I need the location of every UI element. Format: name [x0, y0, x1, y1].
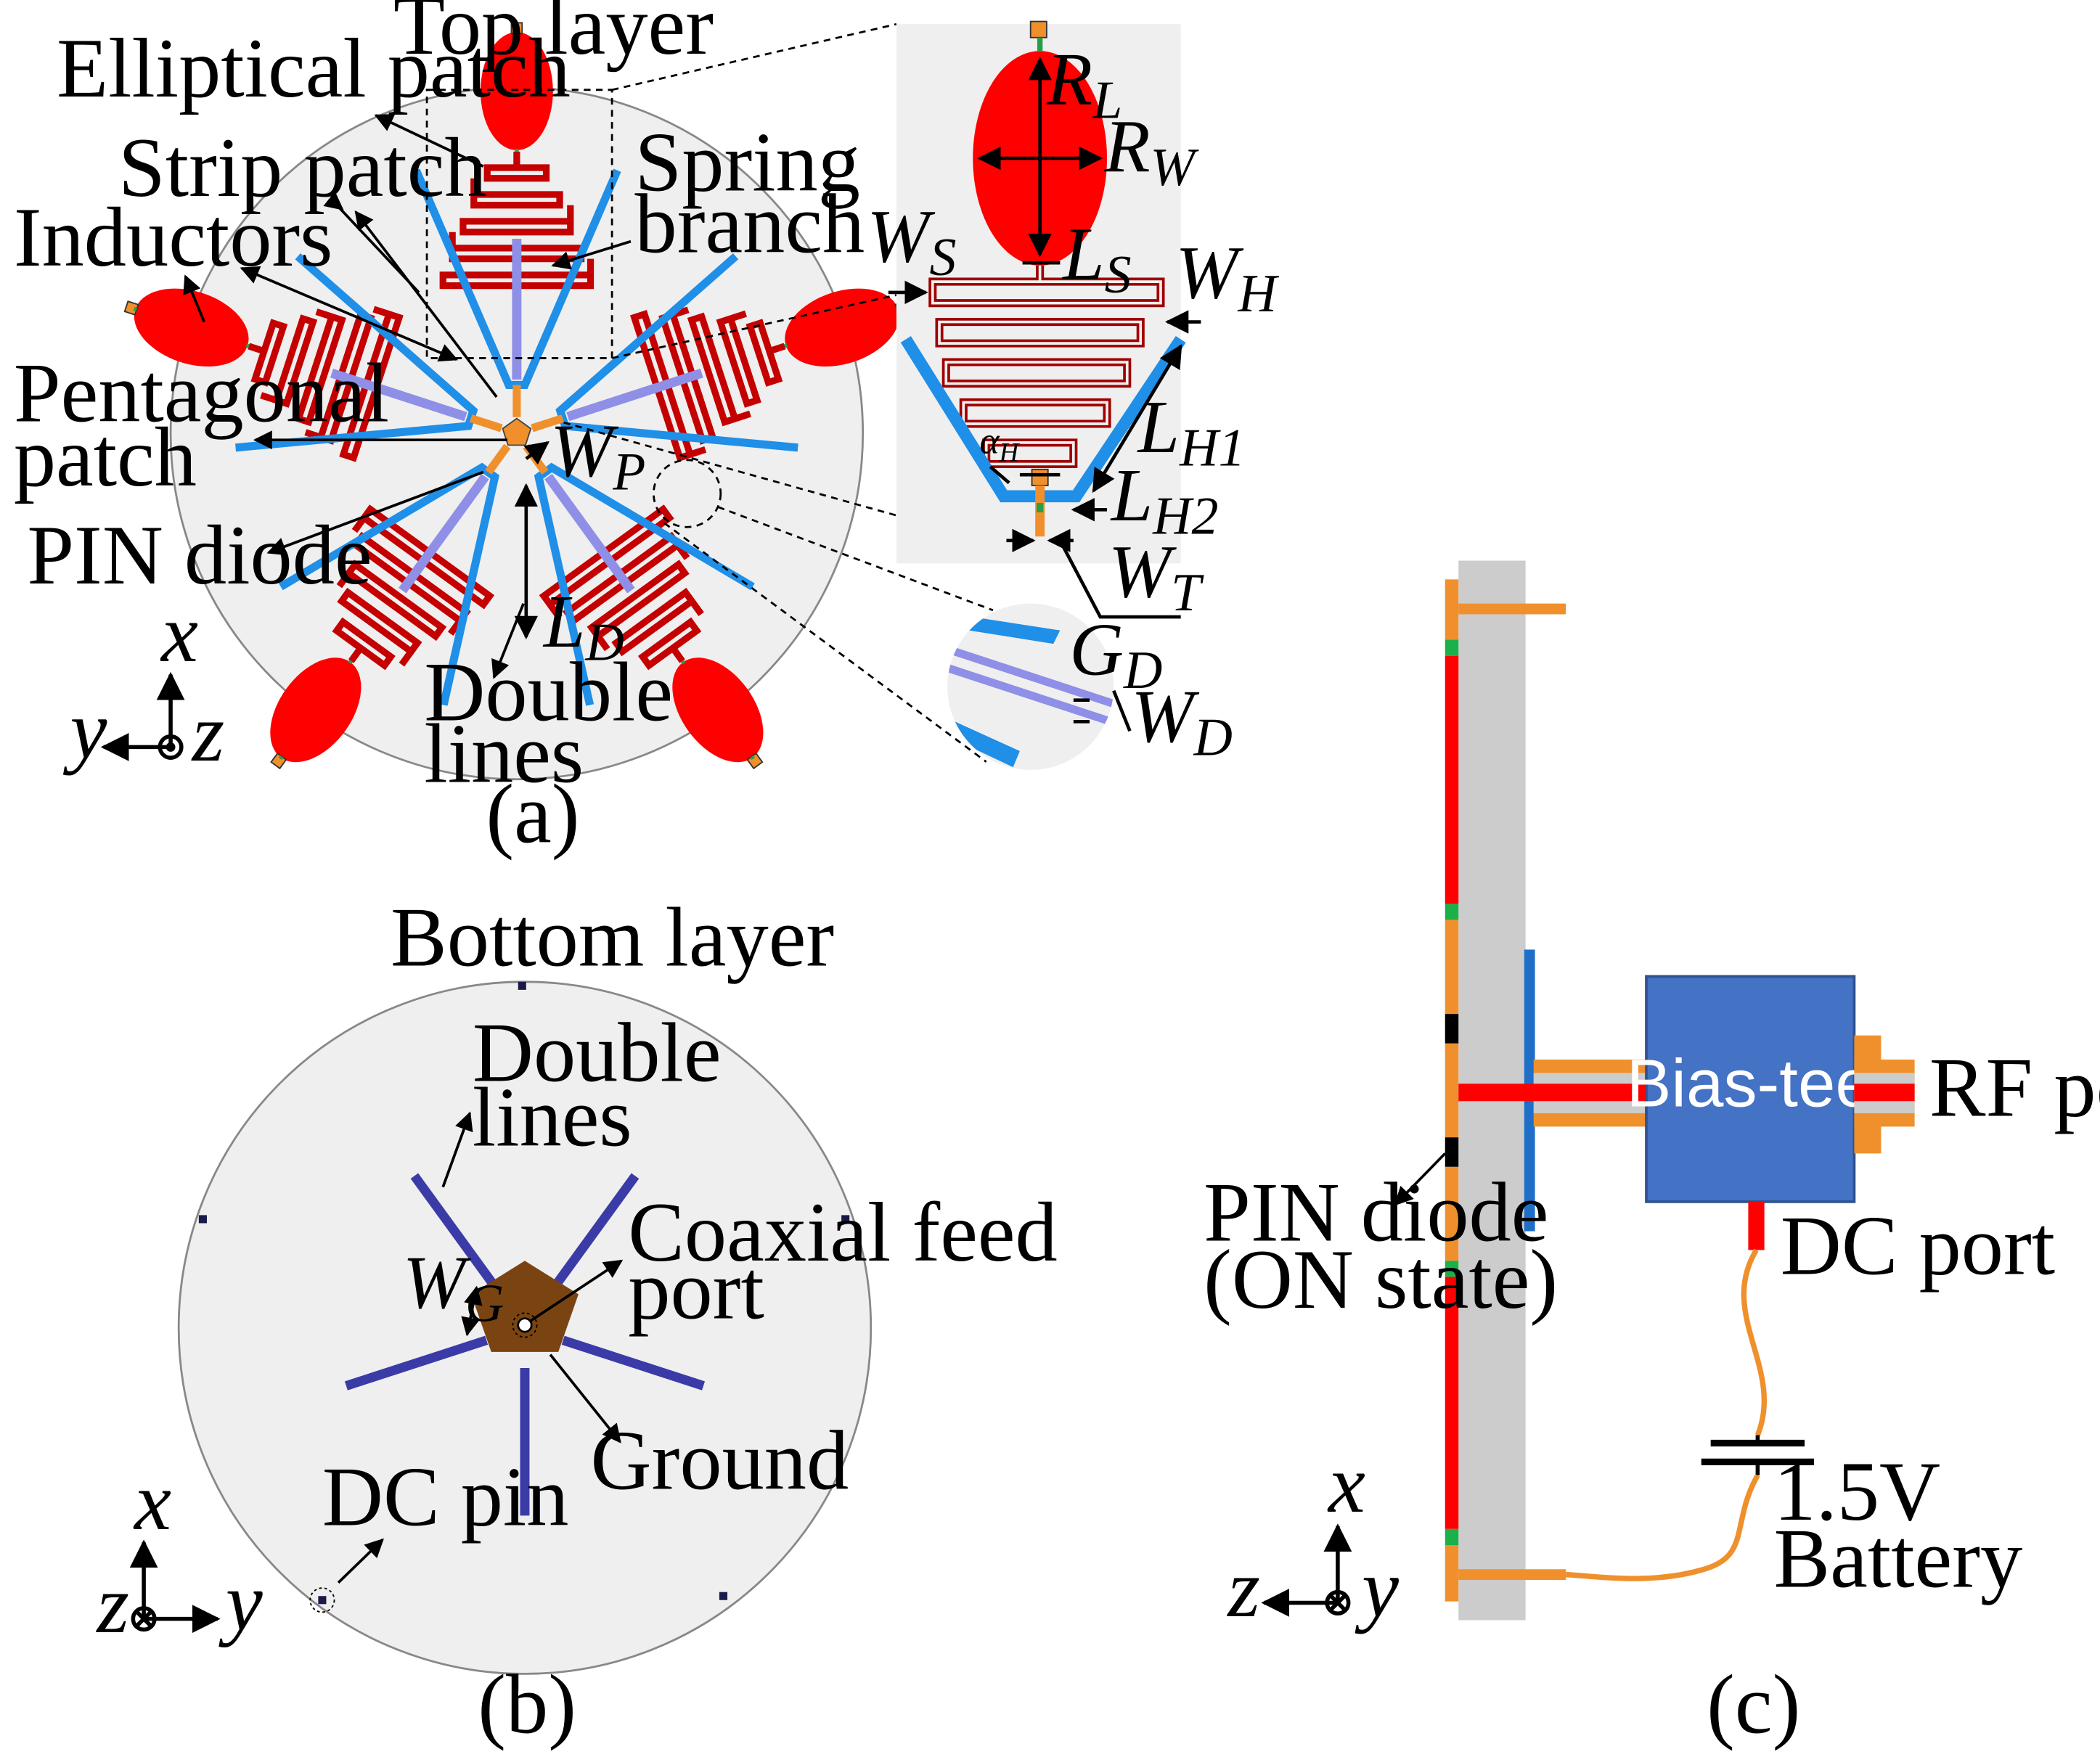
double-lines-label-2: lines: [424, 707, 584, 800]
top-layer-title: Top layer: [393, 0, 714, 73]
axes-c: [1261, 1523, 1352, 1617]
svg-text:αH: αH: [979, 421, 1020, 467]
dimension-labels: RL RW WS LS WH LH1 αH LH2 WT WP LD GD WD: [542, 38, 1280, 766]
bottom-layer-title: Bottom layer: [391, 891, 834, 985]
svg-text:DC pin: DC pin: [322, 1450, 569, 1544]
axes-a: [100, 671, 185, 761]
svg-text:WT: WT: [1108, 531, 1204, 621]
svg-text:z: z: [95, 1558, 129, 1650]
antenna-elements: [95, 22, 938, 824]
svg-text:y: y: [218, 1555, 263, 1647]
svg-text:RL: RL: [1046, 38, 1122, 129]
svg-text:1.5V: 1.5V: [1774, 1445, 1941, 1539]
dc-port: [1748, 1201, 1765, 1250]
svg-text:Double: Double: [473, 1007, 722, 1100]
pin-diode-label: PIN diode: [27, 509, 372, 602]
rf-port-label: RF port: [1929, 1041, 2100, 1135]
svg-text:y: y: [62, 684, 107, 776]
svg-text:z: z: [191, 687, 225, 779]
strip-patch-label: Strip patch: [118, 121, 487, 215]
spring-label-2: branch: [635, 177, 865, 271]
svg-text:port: port: [628, 1244, 764, 1338]
spring-label-1: Spring: [635, 115, 860, 209]
svg-text:(ON state): (ON state): [1204, 1233, 1558, 1327]
svg-text:Battery: Battery: [1774, 1512, 2023, 1605]
svg-text:LH1: LH1: [1137, 386, 1246, 477]
svg-text:Ground: Ground: [591, 1414, 849, 1507]
coax-feed-port: [517, 1317, 533, 1333]
pentagonal-label-2: patch: [14, 411, 197, 504]
dc-pin: [318, 1596, 327, 1605]
pin-diode-on: [1445, 1137, 1459, 1167]
svg-text:x: x: [160, 587, 198, 679]
double-lines-top: [330, 238, 703, 594]
pentagonal-patch: [502, 417, 532, 446]
inductors-label: Inductors: [14, 191, 333, 284]
svg-text:LH2: LH2: [1110, 454, 1219, 545]
svg-text:GD: GD: [1069, 609, 1162, 700]
svg-text:z: z: [1226, 1542, 1260, 1634]
svg-text:Bias-tee: Bias-tee: [1627, 1046, 1873, 1121]
panel-b-bottom-layer: Bottom layer Double lines Coaxial feed p…: [95, 891, 1057, 1752]
svg-text:WS: WS: [867, 195, 956, 286]
double-lines-label-1: Double: [424, 645, 673, 739]
svg-text:y: y: [1355, 1542, 1399, 1634]
dc-port-label: DC port: [1781, 1200, 2055, 1293]
bottom-lines: [344, 1173, 706, 1516]
svg-text:LS: LS: [1061, 213, 1132, 303]
caption-c: (c): [1707, 1658, 1800, 1752]
svg-text:WH: WH: [1175, 232, 1279, 322]
detail-circle: [653, 459, 722, 528]
ground-patch: [471, 1261, 579, 1352]
zoom-box: [425, 89, 613, 359]
svg-text:lines: lines: [473, 1070, 632, 1164]
svg-text:x: x: [1327, 1438, 1365, 1530]
pentagonal-label-1: Pentagonal: [14, 346, 389, 440]
svg-text:LD: LD: [542, 581, 624, 671]
svg-text:x: x: [133, 1455, 171, 1547]
caption-a: (a): [486, 768, 579, 861]
elliptical-patch-label: Elliptical patch: [57, 22, 571, 115]
svg-text:Coaxial feed: Coaxial feed: [628, 1186, 1057, 1279]
svg-text:WP: WP: [550, 410, 645, 501]
svg-text:RW: RW: [1103, 106, 1199, 197]
panel-c-feed-schematic: Bias-tee RF port DC port PIN diode (ON s…: [1204, 560, 2100, 1752]
panel-a-top-layer: Top layer Elliptical patch Strip patch S…: [14, 0, 1280, 861]
svg-text:PIN diode: PIN diode: [1204, 1166, 1548, 1259]
caption-b: (b): [478, 1658, 576, 1752]
axes-b: [129, 1539, 221, 1634]
svg-text:WD: WD: [1131, 676, 1233, 766]
bias-tee-box: [1645, 975, 1856, 1203]
